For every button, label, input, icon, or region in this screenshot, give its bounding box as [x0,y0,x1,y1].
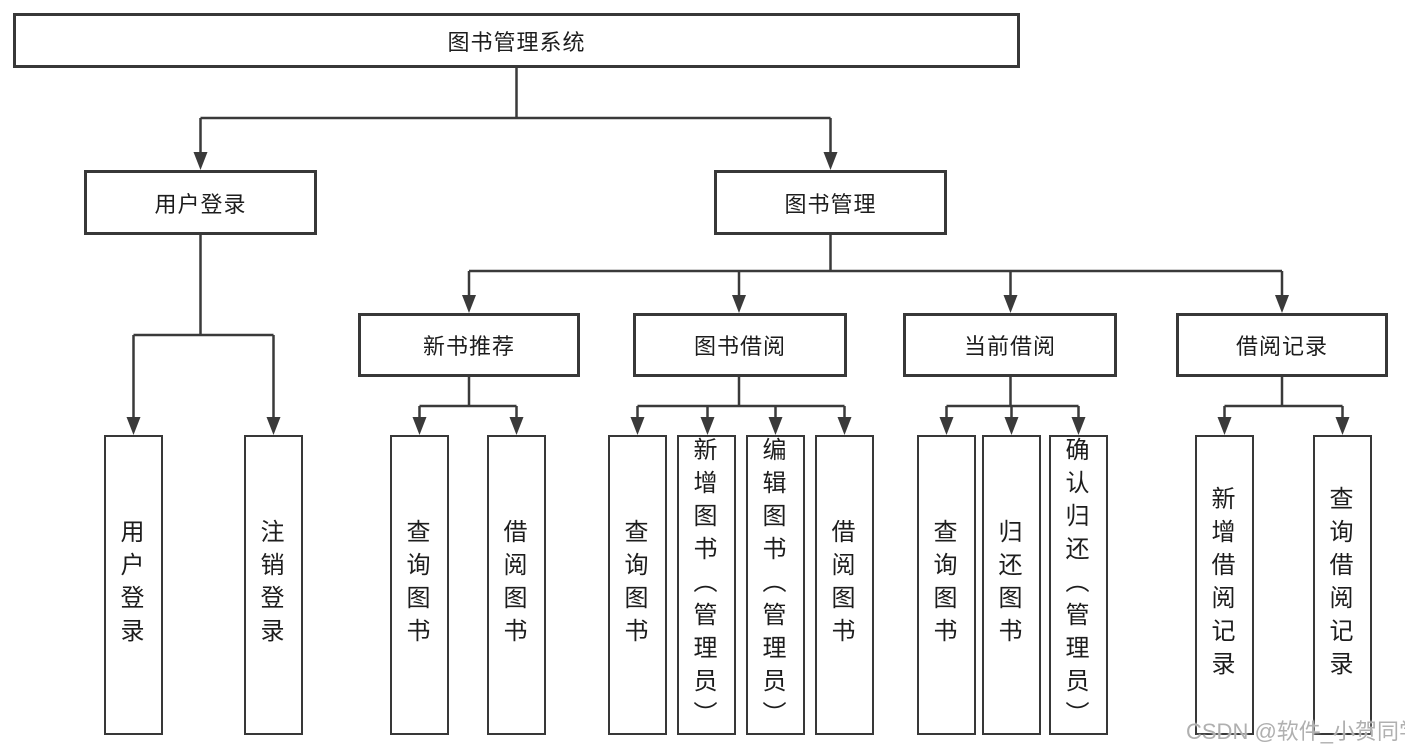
arrowhead-icon [1335,417,1350,435]
leaf-return-books: 归还图书 [982,435,1041,735]
arrowhead-icon [1275,295,1289,313]
leaf-add-borrow-record-label: 新增借阅记录 [1207,486,1234,684]
connector-current-borrow-to-leaves [945,377,1080,417]
node-user-login: 用户登录 [84,170,317,235]
leaf-query-borrow-record-label: 查询借阅记录 [1325,486,1352,684]
leaf-borrow-books-recommend-label: 借阅图书 [499,519,526,651]
arrowhead-icon [412,417,427,435]
arrowhead-icon [939,417,954,435]
node-user-login-label: 用户登录 [154,191,247,217]
leaf-return-books-label: 归还图书 [994,519,1021,651]
leaf-query-borrow-record: 查询借阅记录 [1313,435,1372,735]
node-book-management-label: 图书管理 [784,191,877,217]
leaf-logout: 注销登录 [244,435,303,735]
leaf-confirm-return-admin-label: 确认归还（管理员） [1061,437,1088,734]
node-current-borrow-label: 当前借阅 [963,334,1056,359]
leaf-user-login-label: 用户登录 [116,519,143,651]
arrowhead-icon [1004,417,1019,435]
arrowhead-icon [462,295,476,313]
connector-book-borrow-to-leaves [636,377,846,417]
leaf-edit-books-admin-label: 编辑图书（管理员） [758,437,785,734]
leaf-user-login: 用户登录 [104,435,163,735]
leaf-edit-books-admin: 编辑图书（管理员） [746,435,805,735]
node-new-book-recommend: 新书推荐 [358,313,580,377]
node-book-borrow-label: 图书借阅 [693,334,786,359]
arrowhead-icon [1217,417,1232,435]
leaf-add-books-admin-label: 新增图书（管理员） [689,437,716,734]
node-book-management: 图书管理 [714,170,947,235]
node-book-borrow: 图书借阅 [633,313,847,377]
leaf-borrow-books: 借阅图书 [815,435,874,735]
connector-new-book-to-leaves [418,377,518,417]
arrowhead-icon [768,417,783,435]
node-borrow-records-label: 借阅记录 [1235,334,1328,359]
arrowhead-icon [1003,295,1018,313]
leaf-add-borrow-record: 新增借阅记录 [1195,435,1254,735]
leaf-add-books-admin: 新增图书（管理员） [677,435,736,735]
arrowhead-icon [126,417,141,435]
node-new-book-recommend-label: 新书推荐 [422,334,515,359]
leaf-query-books-recommend-label: 查询图书 [402,519,429,651]
node-root-system-label: 图书管理系统 [447,29,586,55]
node-current-borrow: 当前借阅 [903,313,1117,377]
leaf-query-books-current-label: 查询图书 [929,519,956,651]
arrowhead-icon [732,295,746,313]
leaf-query-books-borrow-label: 查询图书 [620,519,647,651]
arrowhead-icon [630,417,645,435]
leaf-borrow-books-label: 借阅图书 [827,519,854,651]
leaf-borrow-books-recommend: 借阅图书 [487,435,546,735]
node-borrow-records: 借阅记录 [1176,313,1388,377]
leaf-confirm-return-admin: 确认归还（管理员） [1049,435,1108,735]
arrowhead-icon [1071,417,1086,435]
leaf-query-books-borrow: 查询图书 [608,435,667,735]
connector-borrow-records-to-leaves [1223,377,1344,417]
leaf-query-books-current: 查询图书 [917,435,976,735]
arrowhead-icon [193,152,208,170]
connector-root-to-level2 [199,68,832,152]
connector-book-management-to-level3 [467,235,1284,295]
arrowhead-icon [700,417,715,435]
leaf-query-books-recommend: 查询图书 [390,435,449,735]
arrowhead-icon [823,152,838,170]
leaf-logout-label: 注销登录 [256,519,283,651]
csdn-watermark: CSDN @软件_小贺同学 [1186,719,1405,744]
node-root-system: 图书管理系统 [13,13,1020,68]
connector-user-login-to-leaves [132,235,275,417]
arrowhead-icon [837,417,852,435]
arrowhead-icon [509,417,524,435]
arrowhead-icon [266,417,281,435]
